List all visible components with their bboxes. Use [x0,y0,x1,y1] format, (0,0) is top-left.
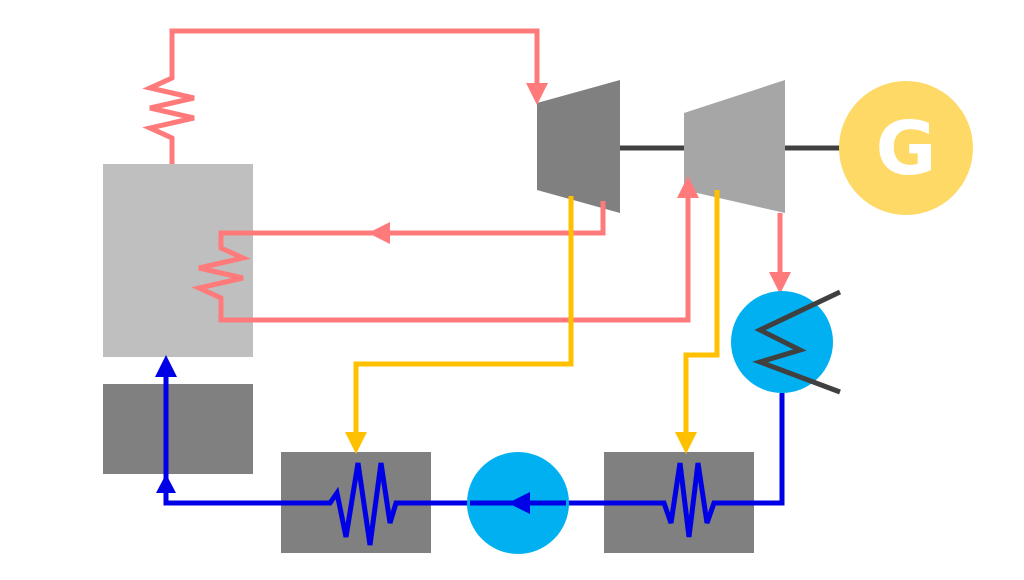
lp-extraction-line [683,190,720,436]
generator [839,81,973,215]
main-steam-line [142,28,540,164]
hp-extraction-arrowhead [345,432,367,454]
pump-arrowhead [508,492,530,514]
main-steam-arrowhead [526,83,548,105]
hot-reheat-arrowhead [677,176,699,198]
high-pressure-turbine [537,80,620,213]
generator-icon: G [876,106,937,192]
lp-exhaust-arrowhead [769,272,791,294]
low-pressure-turbine [684,80,785,213]
feedwater-line [163,365,785,546]
boiler-inlet-arrowhead [155,355,177,377]
cold-reheat-line [191,190,691,323]
feedwater-return-arrowhead [156,474,176,493]
condenser-icon [752,289,842,395]
hp-extraction-line [353,196,574,436]
boiler-base-block [103,384,253,474]
cold-reheat-arrowhead [368,222,390,244]
lp-extraction-arrowhead [675,432,697,454]
